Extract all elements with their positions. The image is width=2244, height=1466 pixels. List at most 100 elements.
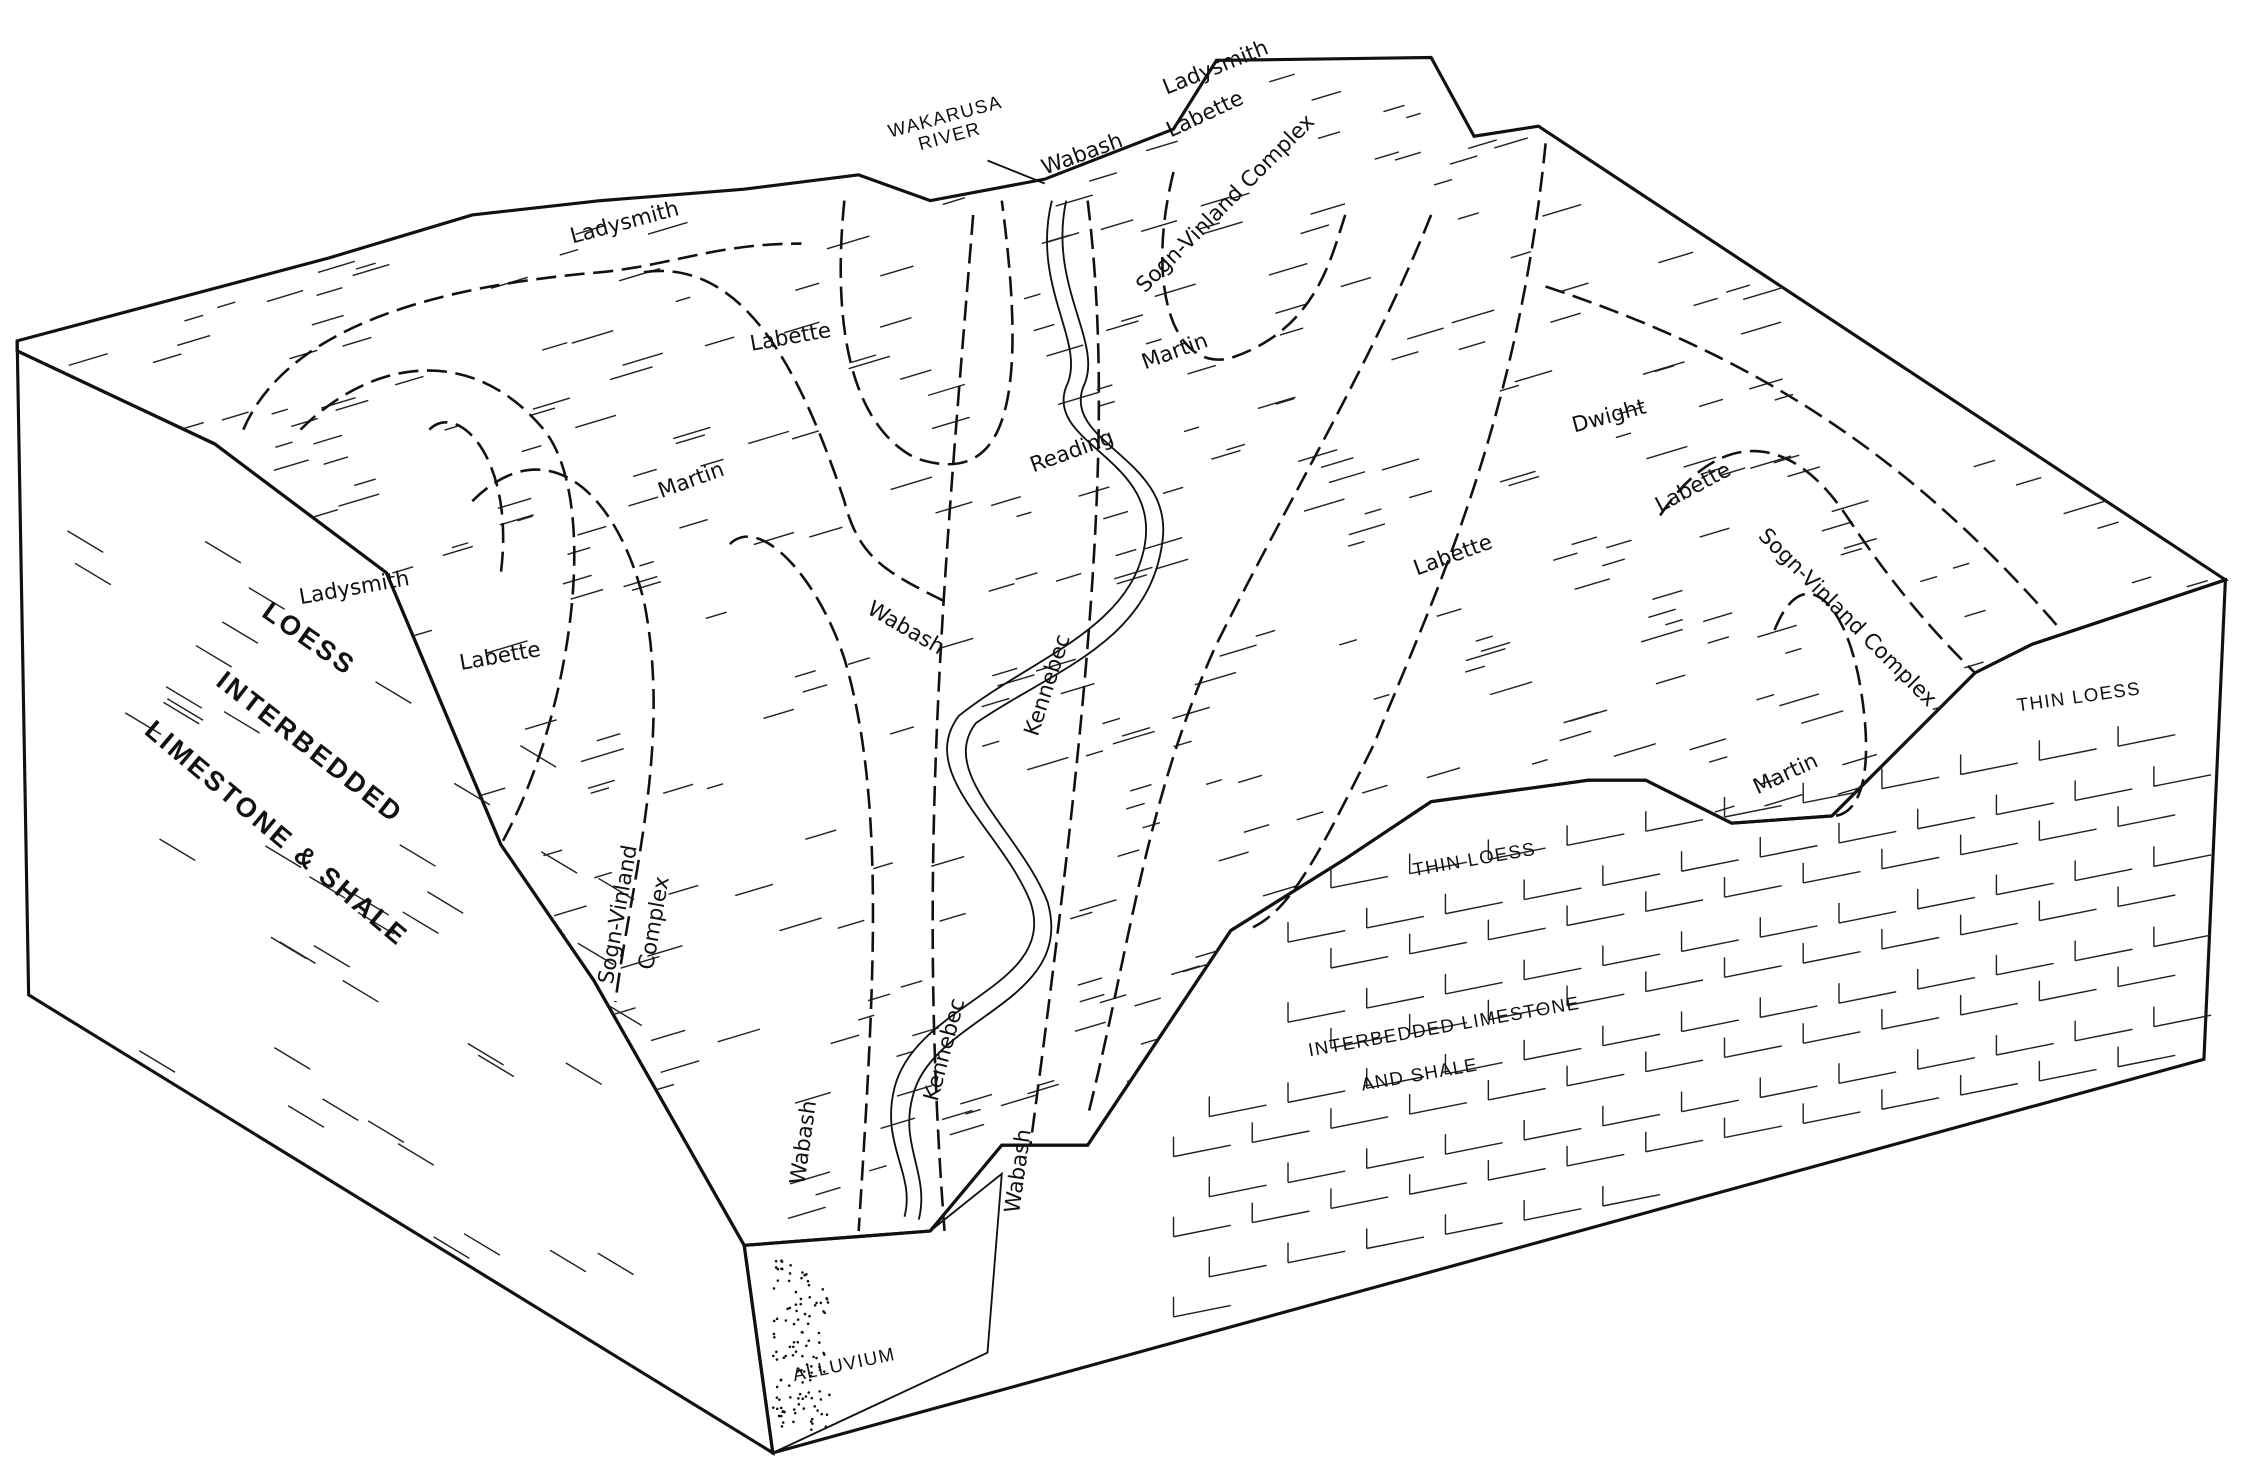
hatch-mark <box>1698 398 1724 408</box>
hatch-mark <box>1779 210 1799 218</box>
hatch-mark <box>1700 466 1724 476</box>
hatch-mark <box>2076 1201 2103 1211</box>
hatch-mark <box>1407 327 1444 340</box>
hatch-mark <box>1737 236 1779 251</box>
hatch-mark <box>349 738 380 749</box>
bedrock-brick <box>1838 991 1897 1004</box>
hatch-mark <box>39 648 63 658</box>
hatch-mark <box>2069 842 2084 849</box>
bedrock-brick <box>1996 882 2054 896</box>
label-wabash-top: Wabash <box>1038 128 1126 180</box>
hatch-mark <box>1680 78 1706 88</box>
hatch-mark <box>316 287 343 297</box>
hatch-mark <box>313 434 343 445</box>
bedrock-brick <box>1488 1007 1546 1021</box>
hatch-mark <box>706 783 724 790</box>
bedrock-brick <box>74 562 112 586</box>
hatch-mark <box>1834 1221 1851 1228</box>
alluvium-dot <box>817 1331 821 1335</box>
hatch-mark <box>415 134 435 142</box>
hatch-mark <box>202 1150 225 1159</box>
bedrock-brick <box>1173 1144 1231 1158</box>
alluvium-dot <box>804 1395 808 1398</box>
hatch-mark <box>1516 902 1558 917</box>
hatch-mark <box>1562 961 1581 968</box>
hatch-mark <box>1055 194 1093 207</box>
hatch-mark <box>216 301 236 309</box>
alluvium-dot <box>778 1398 781 1401</box>
hatch-mark <box>176 334 211 347</box>
hatch-mark <box>121 434 150 445</box>
hatch-mark <box>668 884 699 895</box>
hatch-mark <box>1142 821 1161 829</box>
hatch-mark <box>1474 1083 1496 1092</box>
hatch-mark <box>423 148 447 158</box>
hatch-mark <box>1970 1175 1996 1185</box>
hatch-mark <box>1074 1021 1106 1033</box>
hatch-mark <box>1553 552 1578 562</box>
hatch-mark <box>567 546 591 556</box>
hatch-mark <box>61 992 78 999</box>
hatch-mark <box>1726 284 1751 293</box>
label-sogn-vinland-top: Sogn-Vinland Complex <box>1131 109 1319 297</box>
hatch-mark <box>602 162 629 172</box>
hatch-mark <box>377 1140 410 1152</box>
hatch-mark <box>1642 361 1685 376</box>
bedrock-brick <box>1252 1130 1310 1144</box>
hatch-mark <box>1113 566 1153 580</box>
hatch-mark <box>1035 658 1077 672</box>
bedrock-brick <box>1524 1208 1582 1221</box>
bedrock-brick <box>138 1050 176 1073</box>
hatch-mark <box>1100 219 1134 231</box>
alluvium-dot <box>801 1354 804 1358</box>
hatch-mark <box>1199 222 1220 230</box>
bedrock-brick <box>1409 861 1468 875</box>
hatch-mark <box>2119 434 2148 445</box>
hatch-mark <box>2162 262 2181 270</box>
bedrock-brick <box>1209 1264 1267 1278</box>
hatch-mark <box>815 1186 841 1196</box>
bedrock-brick <box>1409 941 1468 955</box>
hatch-mark <box>1394 151 1422 161</box>
hatch-mark <box>935 501 973 514</box>
hatch-mark <box>1707 1006 1747 1019</box>
alluvium-dot <box>816 1409 819 1412</box>
bedrock-brick <box>1366 1156 1425 1170</box>
hatch-mark <box>575 225 604 235</box>
hatch-mark <box>1391 351 1419 361</box>
hatch-mark <box>789 1171 831 1185</box>
bedrock-brick <box>1917 816 1976 830</box>
hatch-mark <box>1735 125 1752 132</box>
hatch-mark <box>617 57 638 61</box>
bedrock-brick <box>204 540 242 564</box>
hatch-mark <box>354 478 376 487</box>
hatch-mark <box>1686 128 1713 138</box>
hatch-mark <box>559 248 579 256</box>
hatch-mark <box>142 1097 161 1105</box>
hatch-mark <box>384 164 406 172</box>
hatch-mark <box>1792 283 1825 295</box>
hatch-mark <box>609 366 653 381</box>
hatch-mark <box>700 458 724 467</box>
hatch-mark <box>1467 139 1497 150</box>
label-dwight: Dwight <box>1569 395 1649 439</box>
alluvium-dot <box>774 1259 778 1263</box>
hatch-mark <box>599 1007 636 1020</box>
hatch-mark <box>289 349 318 360</box>
bedrock-brick <box>1760 925 1818 938</box>
hatch-mark <box>92 480 123 492</box>
hatch-mark <box>1801 710 1844 725</box>
hatch-mark <box>2171 482 2208 495</box>
hatch-mark <box>662 783 694 794</box>
hatch-mark <box>214 242 244 252</box>
hatch-mark <box>1821 521 1853 532</box>
label-kennebec-front: Kennebec <box>919 996 970 1104</box>
alluvium-dot <box>823 1311 826 1315</box>
hatch-mark <box>1016 72 1038 80</box>
hatch-mark <box>394 375 424 386</box>
hatch-mark <box>900 980 923 988</box>
hatch-mark <box>1499 470 1536 483</box>
alluvium-dot <box>784 1319 788 1322</box>
hatch-mark <box>221 411 249 421</box>
